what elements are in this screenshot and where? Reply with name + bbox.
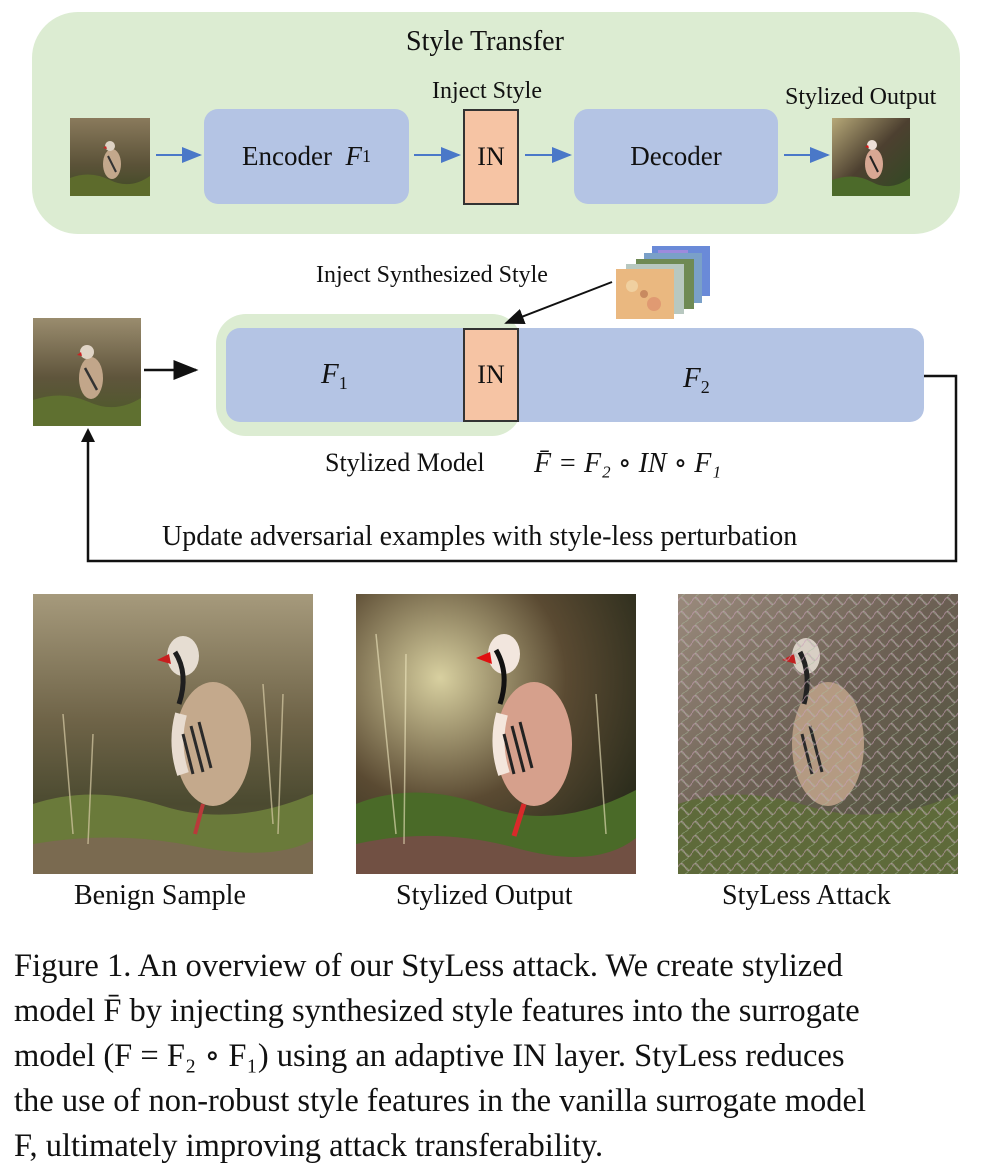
stylized-model-formula: F̄ = F₂ ∘ IN ∘ F₁ (534, 448, 722, 479)
stylized-output-label: Stylized Output (396, 880, 573, 911)
stylized-output-top-label: Stylized Output (785, 84, 937, 110)
f1-subscript: 1 (338, 373, 348, 393)
f2-symbol: F2 (683, 362, 710, 398)
stylized-output-image (356, 594, 636, 874)
stylized-model-label: Stylized Model (325, 448, 485, 477)
benign-sample-image (33, 594, 313, 874)
inject-synthesized-style-label: Inject Synthesized Style (316, 262, 548, 288)
surrogate-model-bar (226, 328, 924, 422)
caption-line-3: model (F = F₂ ∘ F₁) using an adaptive IN… (14, 1038, 845, 1074)
output-bird-thumbnail (832, 118, 910, 196)
benign-sample-label: Benign Sample (74, 880, 246, 911)
caption-line-1: Figure 1. An overview of our StyLess att… (14, 948, 843, 984)
feedback-arrowhead (81, 428, 95, 442)
input-bird-thumbnail (70, 118, 150, 196)
figure-caption: Figure 1. An overview of our StyLess att… (14, 944, 980, 1169)
feedback-loop-line (86, 374, 958, 563)
styless-attack-label: StyLess Attack (722, 880, 891, 911)
inject-style-label: Inject Style (432, 78, 542, 104)
in-layer-box-top: IN (463, 109, 519, 205)
caption-line-4: the use of non-robust style features in … (14, 1083, 866, 1119)
style-transfer-title: Style Transfer (406, 26, 564, 57)
decoder-label: Decoder (630, 141, 722, 171)
update-adversarial-label: Update adversarial examples with style-l… (162, 521, 798, 552)
encoder-symbol: F (345, 141, 362, 171)
encoder-subscript: 1 (361, 146, 371, 166)
f2-subscript: 2 (700, 377, 710, 397)
f1-symbol: F1 (321, 358, 348, 394)
in-label-bottom: IN (477, 360, 505, 389)
in-layer-box-bottom: IN (463, 328, 519, 422)
diagram-arrows (81, 147, 958, 563)
caption-line-2: model F̄ by injecting synthesized style … (14, 993, 860, 1029)
decoder-box: Decoder (574, 109, 778, 204)
encoder-label: Encoder (242, 141, 332, 171)
f2-letter: F (683, 362, 701, 394)
in-label-top: IN (477, 142, 505, 171)
styless-attack-image (678, 594, 958, 874)
caption-line-5: F, ultimately improving attack transfera… (14, 1128, 604, 1164)
adversarial-bird-image (33, 318, 141, 426)
arrow-style-to-in (504, 281, 613, 324)
style-texture-stack (614, 246, 714, 320)
f1-letter: F (321, 358, 339, 390)
